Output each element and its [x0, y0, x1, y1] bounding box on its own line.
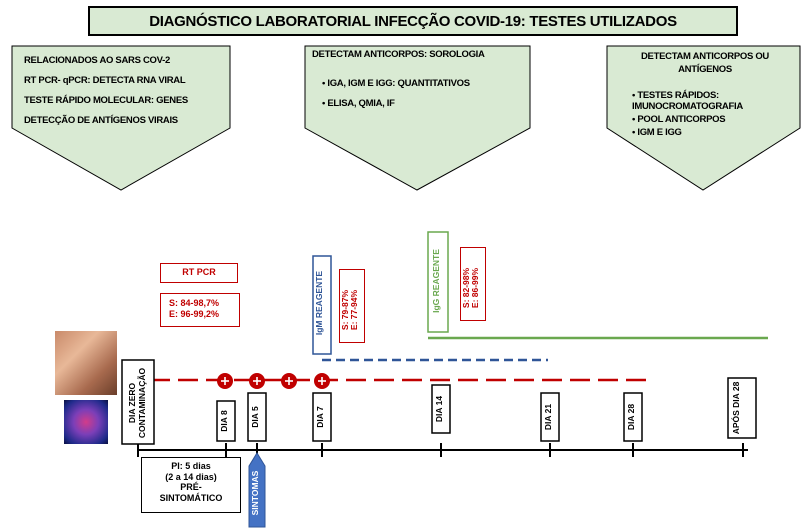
igg-label: IgG REAGENTE: [431, 249, 441, 313]
day-box: [623, 392, 643, 442]
day-box: [431, 384, 451, 434]
igg-stats: S: 82-98% E: 86-99%: [461, 253, 482, 323]
pentagon-line: DETECTAM ANTICORPOS OU ANTÍGENOS: [641, 51, 769, 75]
zero-day-box: [121, 359, 155, 445]
plus-marker: [281, 373, 297, 389]
pi-line: SINTOMÁTICO: [159, 492, 223, 503]
page-title: DIAGNÓSTICO LABORATORIAL INFECÇÃO COVID-…: [88, 6, 738, 36]
day-label: DIA 5: [250, 406, 260, 428]
day-box: [540, 392, 560, 442]
coronavirus-image: [64, 400, 108, 444]
igm-specificity: E: 77-94%: [349, 289, 359, 331]
sintomas-arrow: [248, 452, 266, 528]
day-box: [247, 392, 267, 442]
pentagon-line: • TESTES RÁPIDOS: IMUNOCROMATOGRAFIA: [632, 90, 743, 112]
day-label: DIA 28: [626, 403, 636, 431]
igg-box: [427, 231, 449, 333]
incubation-period-box: PI: 5 dias (2 a 14 dias) PRÉ- SINTOMÁTIC…: [141, 457, 241, 513]
day-box: [727, 377, 757, 439]
axis-ticks: [137, 443, 744, 457]
igg-specificity: E: 86-99%: [470, 267, 480, 309]
pentagon-line: • IGA, IGM E IGG: QUANTITATIVOS: [322, 78, 470, 89]
sintomas-label: SINTOMAS: [250, 470, 260, 516]
day-label: DIA 7: [315, 406, 325, 428]
day-label: DIA 21: [543, 403, 553, 431]
pentagon-left-text: RELACIONADOS AO SARS COV-2 RT PCR- qPCR:…: [24, 54, 234, 134]
rtpcr-stats-box: S: 84-98,7% E: 96-99,2%: [160, 293, 240, 327]
igm-stats: S: 79-87% E: 77-94%: [340, 275, 361, 345]
pentagon-line: DETECTAM ANTICORPOS: SOROLOGIA: [312, 49, 485, 60]
pentagon-line: TESTE RÁPIDO MOLECULAR: GENES: [24, 95, 188, 106]
pi-line: (2 a 14 dias): [165, 471, 217, 482]
igm-stats-box: [339, 269, 365, 343]
pi-line: PI: 5 dias: [171, 461, 211, 471]
pregnant-woman-photo: [55, 331, 117, 395]
plus-marker: [249, 373, 265, 389]
pi-line: PRÉ-: [180, 482, 202, 492]
plus-marker: [314, 373, 330, 389]
day-label: DIA 8: [219, 410, 229, 432]
pentagon-line: RT PCR- qPCR: DETECTA RNA VIRAL: [24, 75, 186, 86]
day-box: [312, 392, 332, 442]
day-label: APÓS DIA 28: [731, 381, 741, 435]
zero-day-label: DIA ZERO CONTAMINAÇÃO: [127, 367, 147, 439]
pentagon-line: • IGM E IGG: [632, 127, 682, 138]
day-label: DIA 14: [434, 395, 444, 423]
plus-markers: [217, 373, 330, 389]
rtpcr-specificity: E: 96-99,2%: [169, 309, 220, 319]
day-box: [216, 400, 236, 442]
igm-box: [312, 255, 332, 355]
pentagon-middle: [304, 45, 531, 191]
rtpcr-sensitivity: S: 84-98,7%: [169, 298, 220, 308]
pentagon-line: • ELISA, QMIA, IF: [322, 98, 395, 109]
pentagon-line: RELACIONADOS AO SARS COV-2: [24, 55, 170, 66]
igg-stats-box: [460, 247, 486, 321]
rtpcr-label-box: RT PCR: [160, 263, 238, 283]
pentagon-line: DETECÇÃO DE ANTÍGENOS VIRAIS: [24, 115, 178, 126]
plus-marker: [217, 373, 233, 389]
igm-label: IgM REAGENTE: [314, 270, 324, 336]
pentagon-right: [606, 45, 801, 191]
pentagon-middle-text: DETECTAM ANTICORPOS: SOROLOGIA • IGA, IG…: [312, 48, 532, 117]
pentagon-right-text: DETECTAM ANTICORPOS OU ANTÍGENOS • TESTE…: [612, 50, 798, 145]
pentagon-line: • POOL ANTICORPOS: [632, 114, 726, 125]
pentagon-left: [11, 45, 231, 191]
